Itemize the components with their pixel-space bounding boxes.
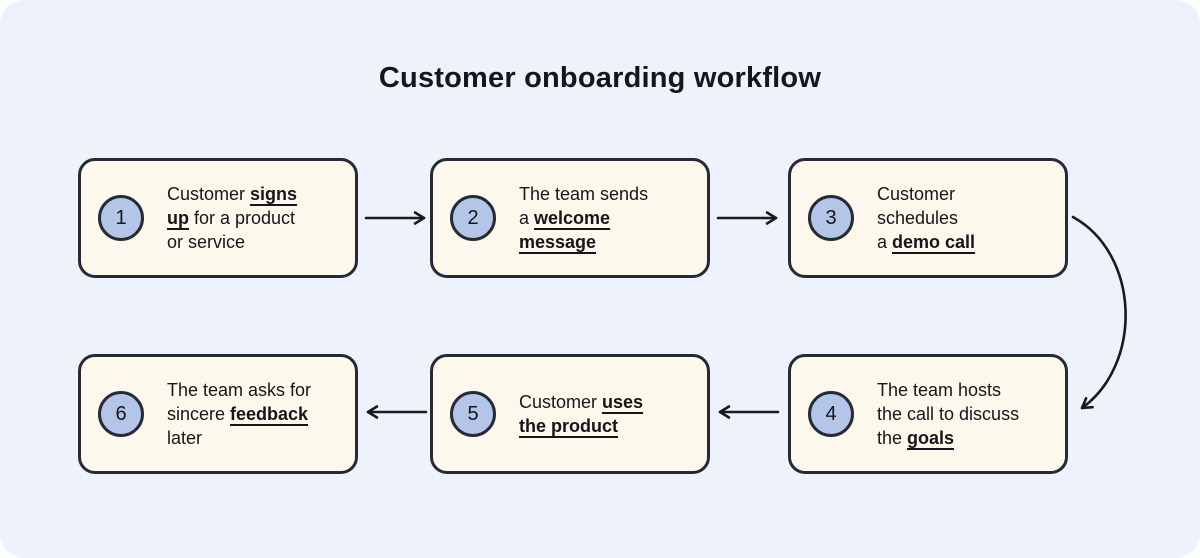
step-text-segment: the (877, 428, 908, 448)
step-text-segment: The team asks for (167, 380, 312, 400)
step-text-line: message (519, 230, 648, 254)
step-text-segment: a (519, 208, 535, 228)
arrow-step3-to-step4 (1071, 215, 1127, 410)
step-text-line: a welcome (519, 206, 648, 230)
step-text-line: schedules (877, 206, 975, 230)
step-text-line: a demo call (877, 230, 975, 254)
step-text-segment: later (167, 428, 203, 448)
step-number-badge: 1 (98, 195, 144, 241)
step-text-emphasis: uses (602, 392, 644, 412)
step-number-badge: 5 (450, 391, 496, 437)
step-text-emphasis: welcome (534, 208, 611, 228)
step-number-badge: 6 (98, 391, 144, 437)
step-text-emphasis: the product (519, 416, 618, 436)
step-text-line: the goals (877, 426, 1019, 450)
step-text-line: The team sends (519, 182, 648, 206)
step-text-emphasis: demo call (892, 232, 976, 252)
step-text-line: Customer signs (167, 182, 297, 206)
step-text-emphasis: up (167, 208, 189, 228)
step-number-badge: 4 (808, 391, 854, 437)
step-text-line: the call to discuss (877, 402, 1019, 426)
step-text-segment: Customer (167, 184, 251, 204)
step-text-segment: sincere (167, 404, 231, 424)
step-text-segment: or service (167, 232, 246, 252)
step-text-line: The team asks for (167, 378, 311, 402)
step-text-segment: The team sends (519, 184, 649, 204)
step-text-line: the product (519, 414, 643, 438)
step-text-emphasis: feedback (230, 404, 309, 424)
step-text-line: The team hosts (877, 378, 1019, 402)
step-text-segment: a (877, 232, 893, 252)
step-text-line: Customer uses (519, 390, 643, 414)
step-text-line: sincere feedback (167, 402, 311, 426)
step-number-badge: 3 (808, 195, 854, 241)
step-text-emphasis: goals (907, 428, 955, 448)
step-text-line: later (167, 426, 311, 450)
step-text-segment: schedules (877, 208, 959, 228)
step-text-segment: The team hosts (877, 380, 1002, 400)
step-text-line: Customer (877, 182, 975, 206)
step-text-emphasis: message (519, 232, 597, 252)
step-number-badge: 2 (450, 195, 496, 241)
step-text-segment: Customer (877, 184, 956, 204)
step-text-line: or service (167, 230, 297, 254)
step-text-segment: for a product (189, 208, 296, 228)
step-text-emphasis: signs (250, 184, 298, 204)
diagram-title: Customer onboarding workflow (378, 62, 822, 94)
step-text-line: up for a product (167, 206, 297, 230)
step-text-segment: the call to discuss (877, 404, 1020, 424)
step-text-segment: Customer (519, 392, 603, 412)
